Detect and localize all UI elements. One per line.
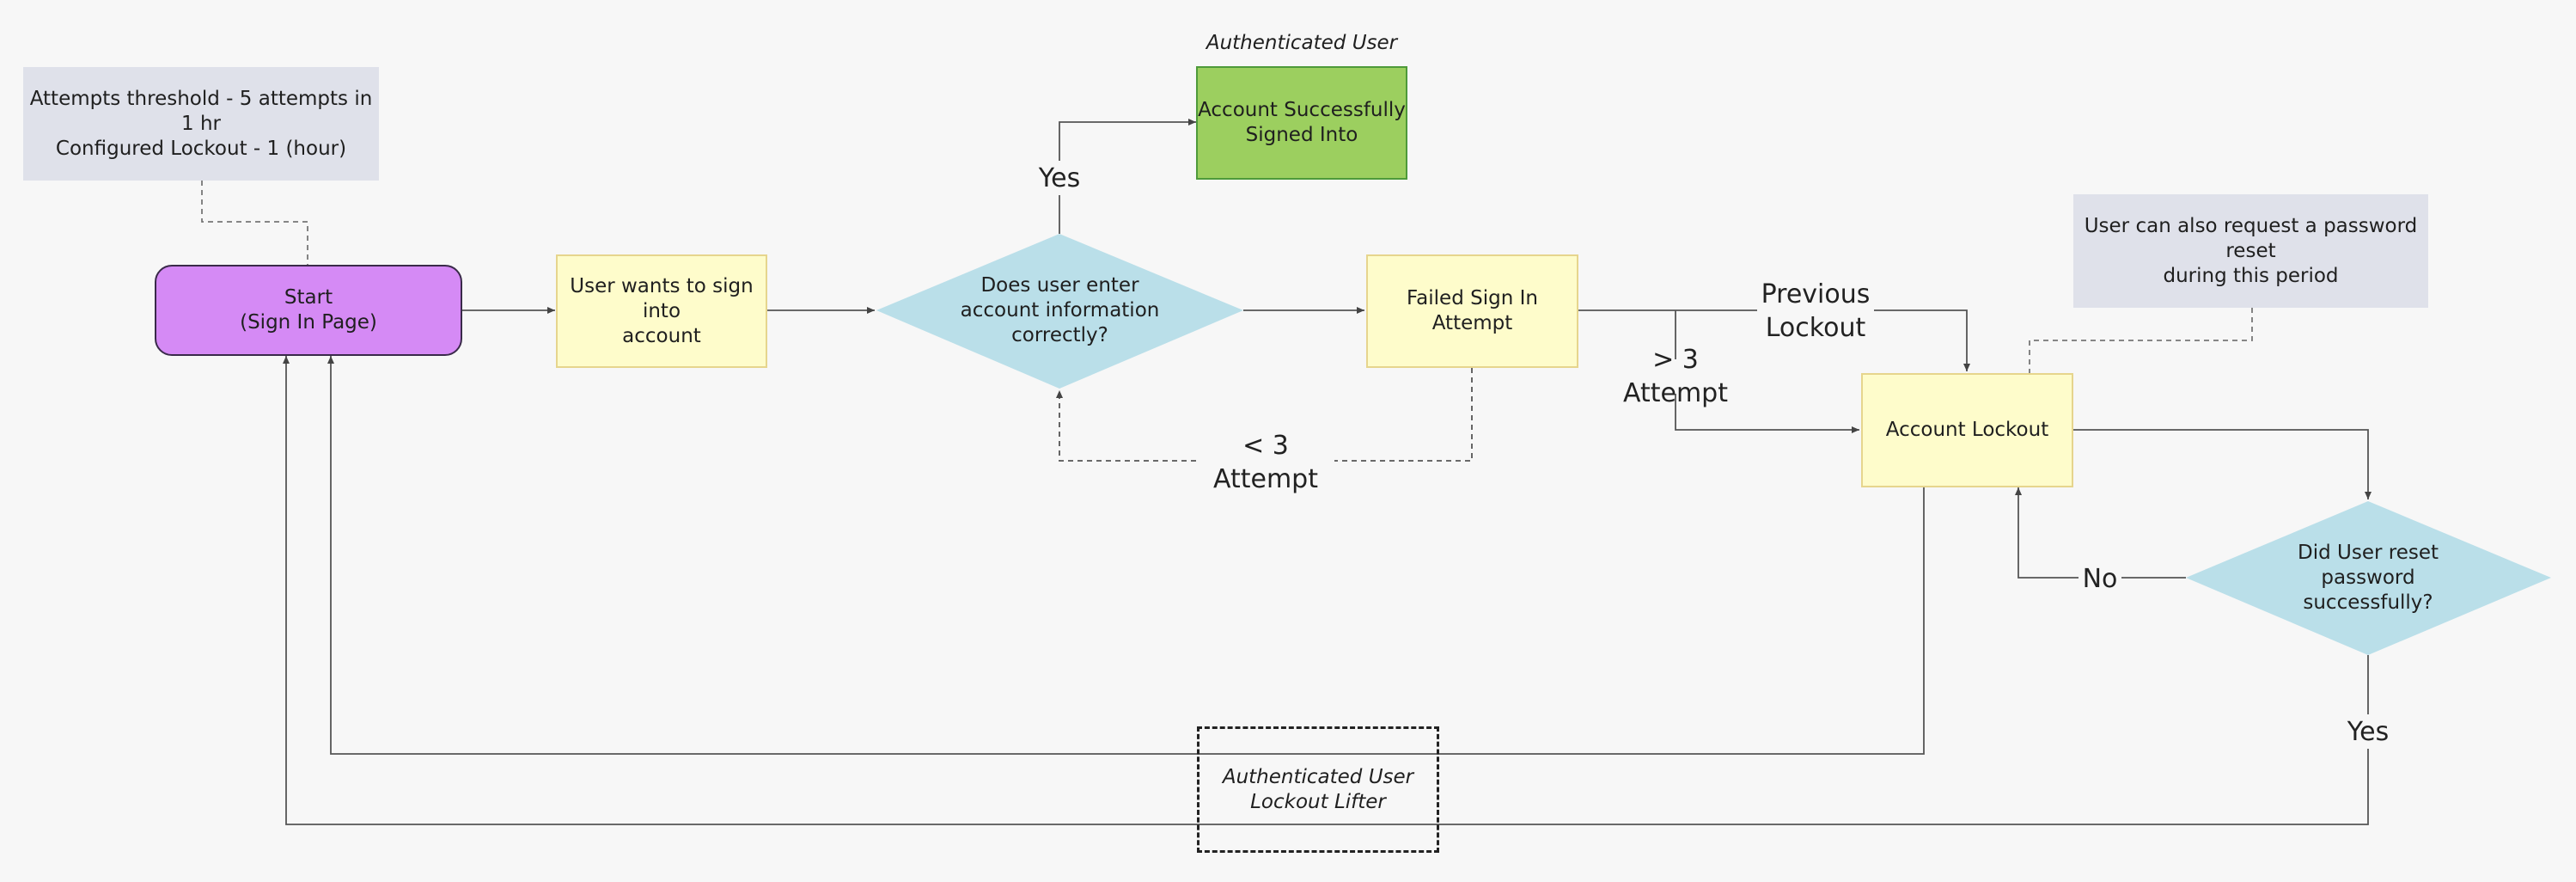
wants-sign-in-node: User wants to sign into account: [556, 254, 767, 368]
connector-threshold-note: [201, 181, 308, 265]
reset-note: User can also request a password reset d…: [2073, 194, 2428, 308]
edge-failed-to-lockout-previous: [1578, 309, 1970, 371]
previous-lockout-label: Previous Lockout: [1757, 277, 1874, 346]
lockout-node: Account Lockout: [1861, 373, 2073, 487]
more-than-3-attempt-label: > 3 Attempt: [1606, 345, 1745, 408]
edge-failed-to-lockout-attempts: [1675, 310, 1859, 433]
lockout-lifter-node: Authenticated User Lockout Lifter: [1197, 726, 1439, 853]
yes-label-reset: Yes: [2343, 714, 2393, 749]
edge-lockout-to-start: [327, 356, 1925, 755]
success-node: Account Successfully Signed Into: [1196, 66, 1407, 180]
edge-failed-to-decision: [1056, 368, 1473, 462]
failed-attempt-node: Failed Sign In Attempt: [1366, 254, 1578, 368]
threshold-note: Attempts threshold - 5 attempts in 1 hr …: [23, 67, 379, 181]
authenticated-user-label: Authenticated User: [1206, 31, 1398, 54]
decision-diamond-credentials: [876, 234, 1243, 389]
start-node: Start (Sign In Page): [155, 265, 462, 356]
no-label: No: [2079, 561, 2121, 596]
edge-decision-to-success: [1059, 119, 1196, 234]
edge-lockout-to-reset: [2073, 429, 2372, 499]
connector-reset-note: [2029, 308, 2253, 373]
edge-reset-to-lockout-no: [2015, 487, 2186, 579]
credentials-decision-label: Does user enter account information corr…: [960, 273, 1160, 346]
reset-decision-label: Did User reset password successfully?: [2298, 541, 2439, 614]
decision-diamond-reset: [2186, 501, 2551, 655]
yes-label-success: Yes: [1035, 161, 1084, 195]
less-than-3-attempt-label: < 3 Attempt: [1197, 431, 1334, 494]
